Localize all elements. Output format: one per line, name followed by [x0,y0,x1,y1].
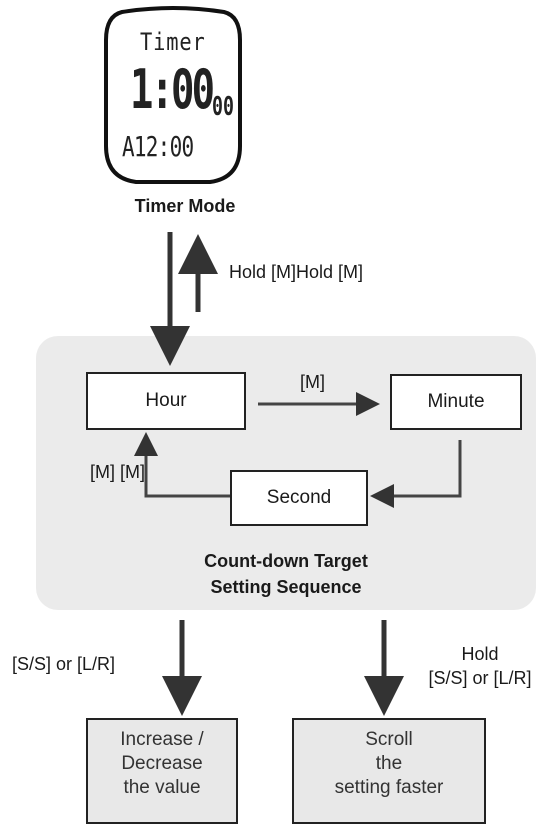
sequence-title: Count-down Target Setting Sequence [136,548,436,600]
hour-box: Hour [86,372,246,430]
right-branch-label-line2: [S/S] or [L/R] [428,668,532,688]
watch-time-text: 1:00 [130,58,215,121]
second-box: Second [230,470,368,526]
hour-label: Hour [145,390,187,411]
left-branch-label: [S/S] or [L/R] [12,654,116,674]
hold-m-label: Hold [M]Hold [M] [229,262,364,282]
sequence-title-line1: Count-down Target [204,551,368,571]
watch-mode-text: Timer [140,28,206,56]
scroll-line2: the [375,753,403,774]
increase-line2: Decrease [121,753,203,774]
timer-mode-label: Timer Mode [134,196,236,216]
minute-label: Minute [427,391,485,412]
increase-line1: Increase / [120,729,204,750]
scroll-faster-box: Scroll the setting faster [292,718,486,824]
arrow-minute-to-second [370,440,462,508]
watch-display: Timer 1:00 00 A12:00 [100,6,246,186]
right-branch-label: Hold [S/S] or [L/R] [408,642,552,690]
minute-box: Minute [390,374,522,430]
watch-seconds-text: 00 [212,92,234,122]
scroll-line3: setting faster [334,777,444,798]
watch-alarm-text: A12:00 [122,130,194,163]
increase-line3: the value [123,777,201,798]
increase-decrease-box: Increase / Decrease the value [86,718,238,824]
arrow-second-to-hour [134,432,232,498]
watch-outline [104,6,242,184]
sequence-title-line2: Setting Sequence [210,577,362,597]
m-arrow-label: [M] [300,372,325,392]
scroll-line1: Scroll [365,729,413,750]
second-label: Second [266,487,332,508]
m-m-label: [M] [M] [90,462,145,482]
right-branch-label-line1: Hold [461,644,499,664]
